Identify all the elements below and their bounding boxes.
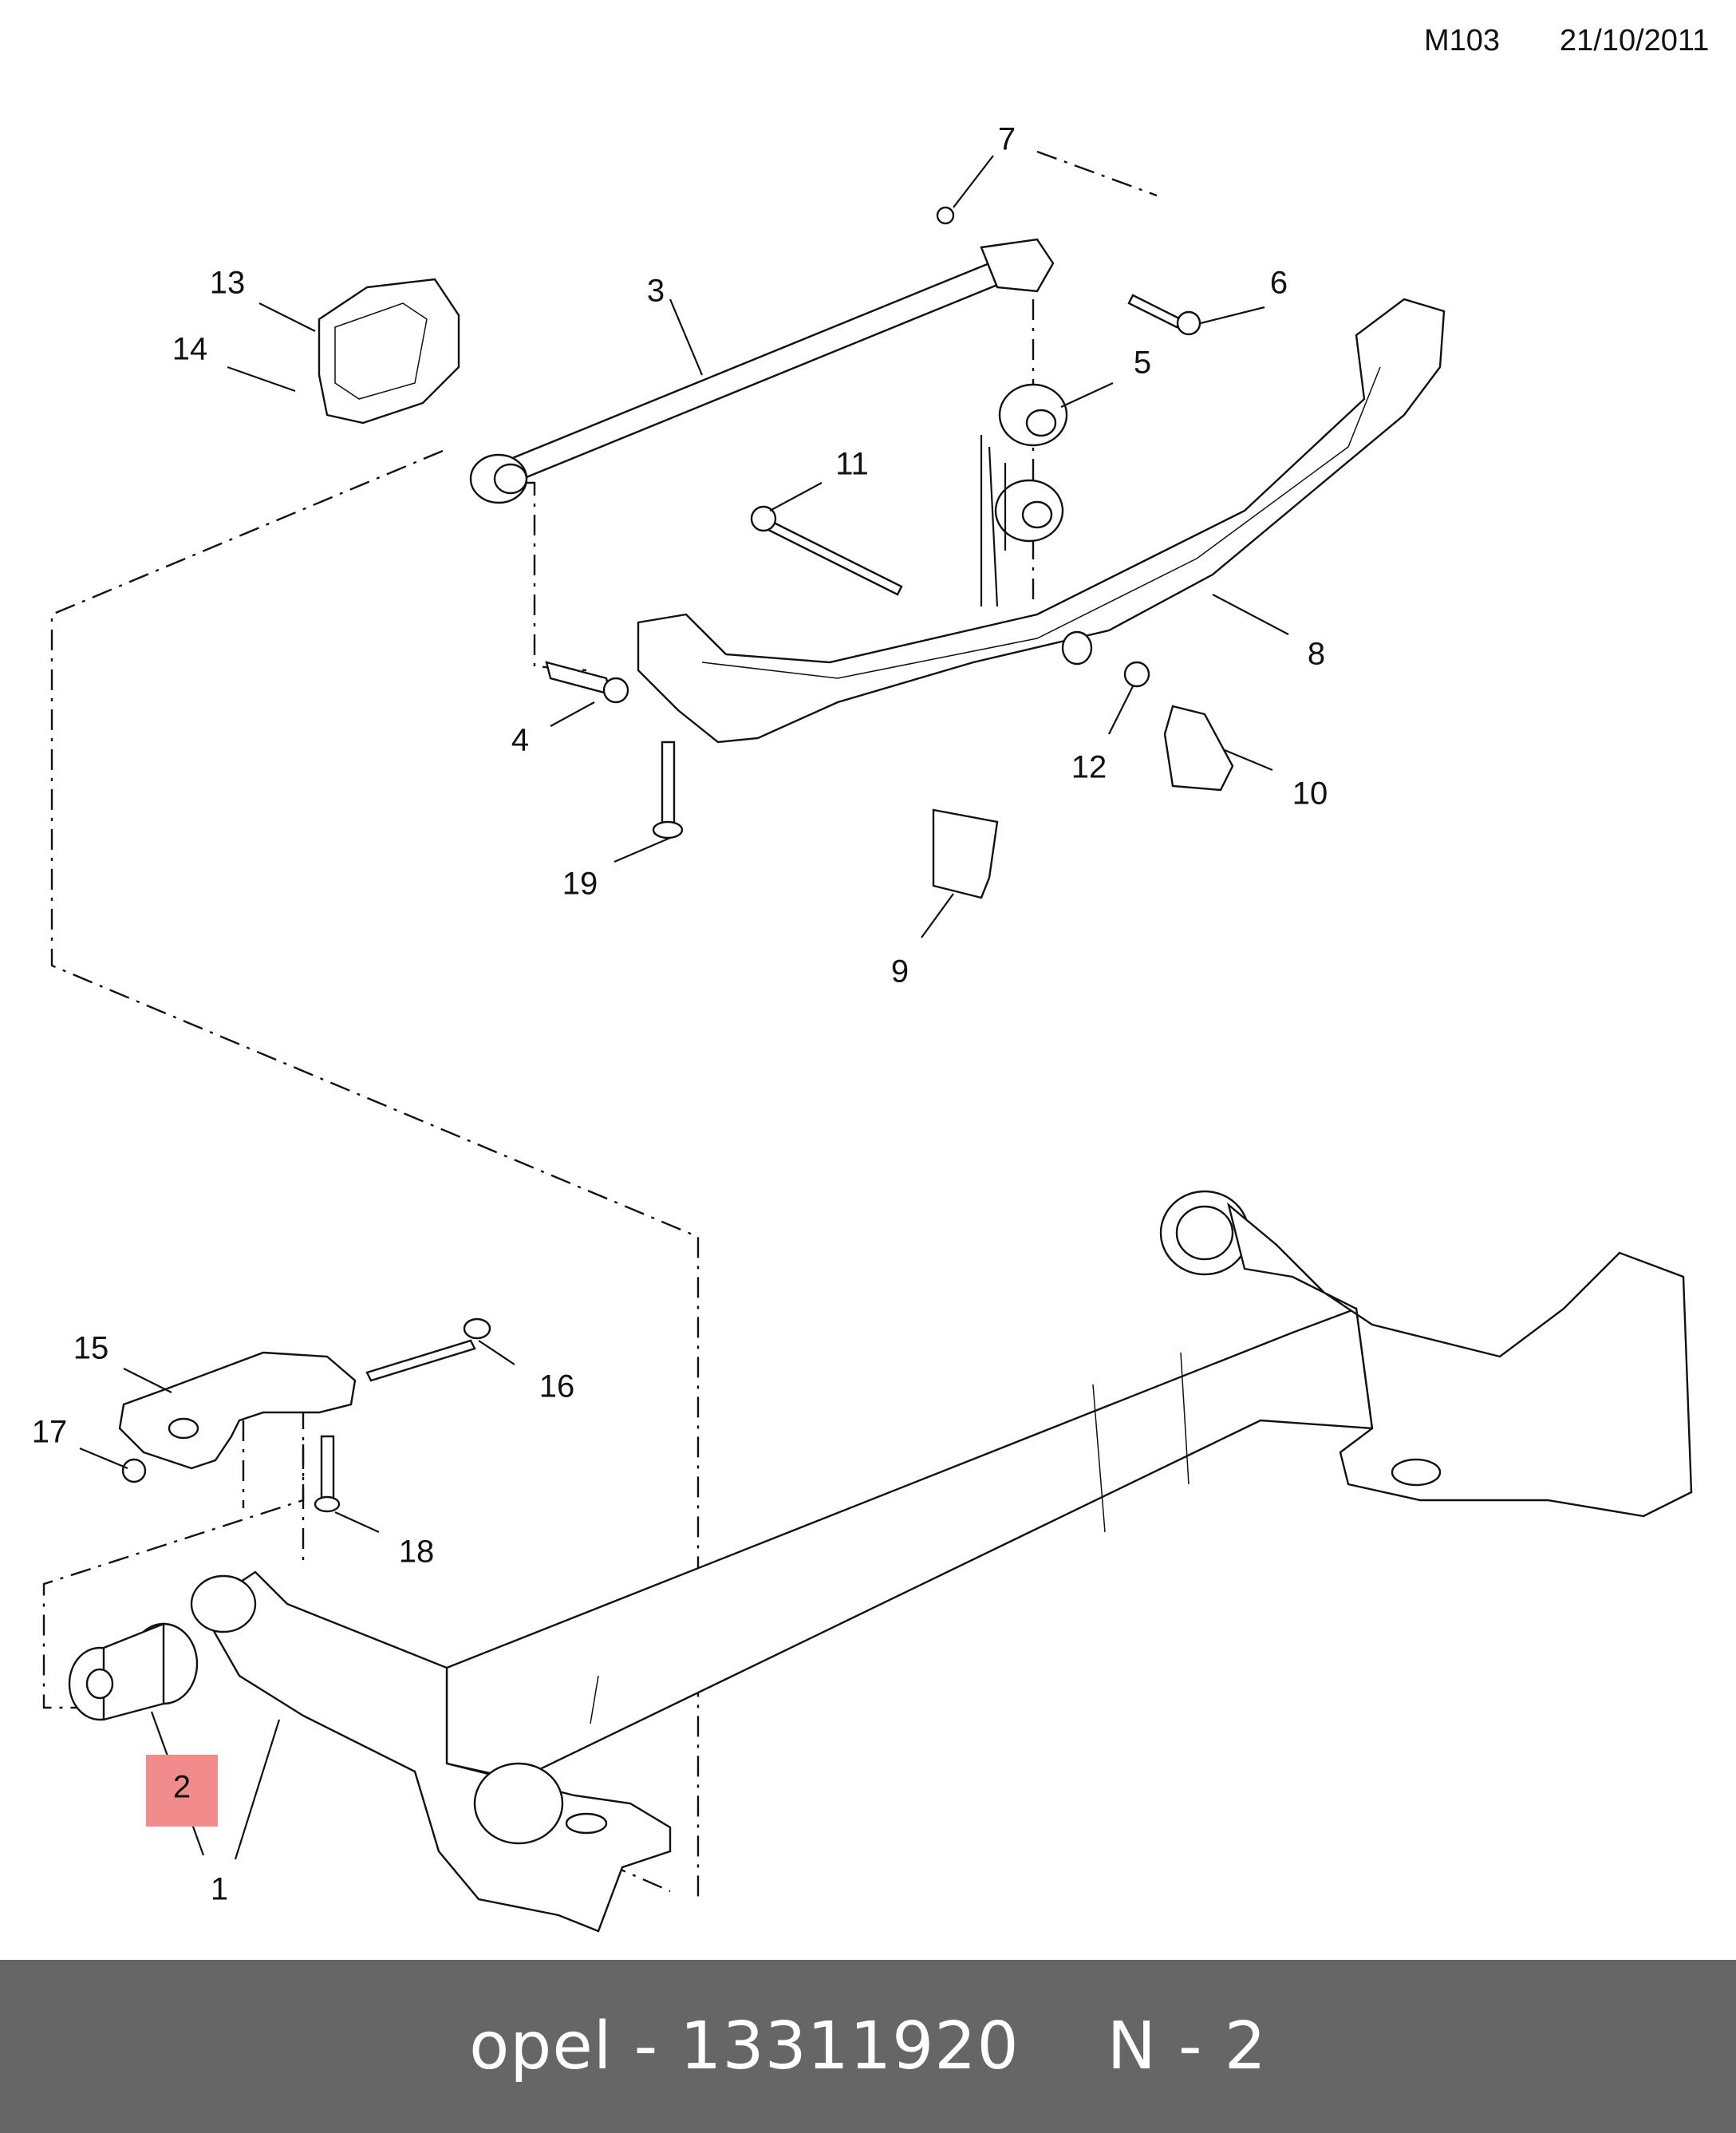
callout-12: 12 [1071,749,1107,785]
callout-13: 13 [209,265,246,301]
callout-15: 15 [73,1330,109,1366]
bolt-18 [320,1435,335,1502]
bolt-16 [365,1339,476,1382]
exploded-view-drawing [42,150,1693,1933]
callout-17: 17 [31,1414,68,1450]
bolt-11 [760,517,903,596]
callout-2: 2 [172,1769,191,1805]
quantity-label: N - 2 [1107,2009,1267,2084]
callout-4: 4 [511,722,530,758]
drawing-date: 21/10/2011 [1560,24,1710,57]
callout-14: 14 [172,331,208,367]
nut-12 [1123,661,1150,688]
bracket-13 [318,278,460,425]
nut-7 [936,206,955,225]
panhard-rod [469,238,1055,504]
brand-part-number: opel - 13311920 [469,2009,1020,2084]
assembly-guide-upper [50,449,700,1903]
drawing-code: M103 [1424,24,1501,57]
callout-9: 9 [890,954,909,989]
callout-19: 19 [562,866,598,902]
bolt-19 [661,741,676,828]
parts-diagram [42,150,1693,1933]
bolt-4 [545,661,612,696]
callout-7: 7 [997,121,1016,157]
clip-9 [932,808,999,899]
bushing-5 [980,383,1068,607]
bolt-6 [1127,294,1182,329]
callout-10: 10 [1292,776,1328,812]
callout-5: 5 [1133,345,1152,381]
callout-8: 8 [1307,636,1326,672]
callout-16: 16 [539,1369,575,1404]
nut-17 [121,1458,147,1483]
callout-6: 6 [1269,265,1288,301]
callout-11: 11 [835,446,869,482]
axle-beam-1 [190,1190,1693,1933]
highlight-part-2 [146,1755,218,1827]
callout-3: 3 [646,273,665,309]
part-number-banner: opel - 13311920 N - 2 [0,1960,1736,2133]
bushing-2 [68,1622,199,1721]
callout-1: 1 [210,1871,229,1907]
support-arm-8 [637,298,1446,744]
assembly-guide-lower [42,1444,305,1709]
bracket-15 [118,1351,357,1470]
callout-18: 18 [398,1534,435,1570]
clip-10 [1163,705,1234,792]
